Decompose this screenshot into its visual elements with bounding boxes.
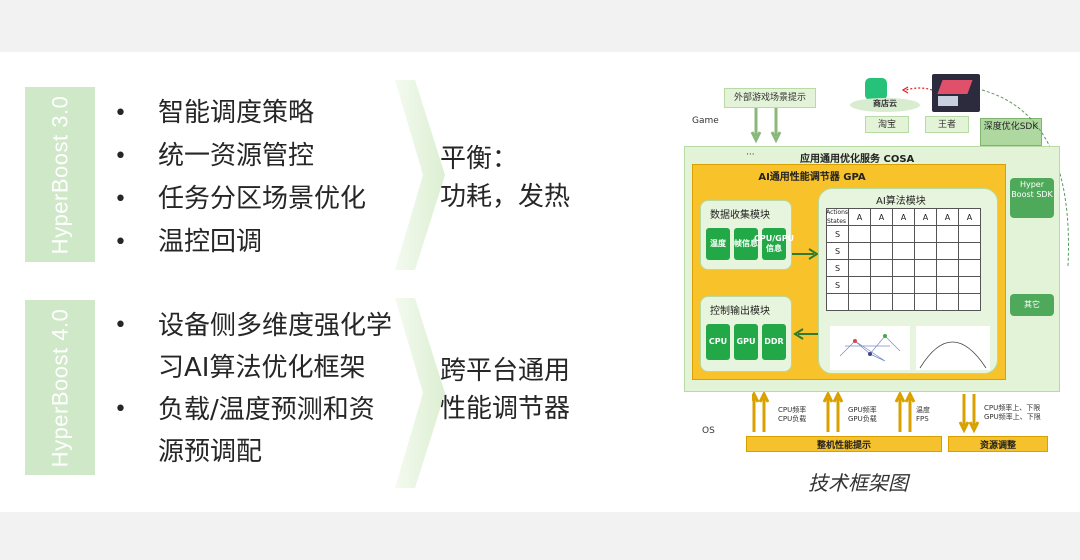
taobao-box: 淘宝 — [865, 116, 909, 133]
cpu-gpu-info-button: CPU/GPU信息 — [754, 228, 794, 260]
gpa-title: AI通用性能调节器 GPA — [758, 172, 866, 183]
hyperboost-4-bullets: 设备侧多维度强化学习AI算法优化框架 负载/温度预测和资源预调配 — [114, 305, 394, 473]
qtable-col-header: A — [958, 208, 981, 226]
top-band — [0, 0, 1080, 52]
gpu-button: GPU — [734, 324, 758, 360]
resource-adjust-bar: 资源调整 — [948, 436, 1048, 452]
store-cloud: 商店云 — [850, 98, 920, 112]
figure-caption: 技术框架图 — [808, 471, 908, 495]
qtable-row-header: S — [826, 225, 849, 243]
game-screenshot-icon — [932, 74, 980, 112]
dots-label: ··· — [746, 150, 755, 160]
bullet-item: 统一资源管控 — [114, 135, 366, 178]
qtable-row-header: S — [826, 242, 849, 260]
ctrl-out-title: 控制输出模块 — [710, 306, 770, 317]
hyperboost-4-text: HyperBoost 4.0 — [47, 308, 73, 467]
framework-diagram: Game 外部游戏场景提示 商店云 淘宝 王者 深度优化SDK ··· 应用通用… — [680, 74, 1075, 498]
game-label: Game — [692, 116, 719, 126]
network-graph-icon — [830, 326, 990, 370]
os-note-cpu: CPU频率 CPU负载 — [778, 406, 807, 423]
right-arrow-icon — [792, 248, 819, 260]
bullet-item: 设备侧多维度强化学习AI算法优化框架 — [114, 305, 394, 389]
left-arrow-icon — [793, 328, 820, 340]
bullet-item: 智能调度策略 — [114, 92, 366, 135]
states-label: States — [827, 218, 847, 225]
qtable: Actions States A A A A A A S S S S — [826, 208, 981, 311]
qtable-col-header: A — [936, 208, 959, 226]
qtable-col-header: A — [870, 208, 893, 226]
qtable-col-header: A — [914, 208, 937, 226]
hyperboost-4-result: 跨平台通用 性能调节器 — [440, 356, 571, 424]
os-note-temp: 温度 FPS — [916, 406, 930, 423]
machine-hint-bar: 整机性能提示 — [746, 436, 942, 452]
hyperboost-4-label: HyperBoost 4.0 — [25, 300, 95, 475]
qtable-col-header: A — [892, 208, 915, 226]
ddr-button: DDR — [762, 324, 786, 360]
chevron-arrow-icon — [395, 298, 445, 488]
hyperboost-3-result: 平衡： 功耗，发热 — [440, 144, 571, 212]
hyperboost-3-text: HyperBoost 3.0 — [47, 95, 73, 254]
cosa-title: 应用通用优化服务 COSA — [800, 154, 915, 165]
bullet-item: 温控回调 — [114, 221, 366, 264]
bullet-item: 负载/温度预测和资源预调配 — [114, 389, 394, 473]
os-note-limits: CPU频率上、下限 GPU频率上、下限 — [984, 404, 1041, 421]
deep-sdk-box: 深度优化SDK — [980, 118, 1042, 146]
cpu-button: CPU — [706, 324, 730, 360]
other-box: 其它 — [1010, 294, 1054, 316]
os-note-gpu: GPU频率 GPU负载 — [848, 406, 877, 423]
qtable-row-header: S — [826, 259, 849, 277]
qtable-corner: Actions States — [826, 208, 849, 226]
ai-algo-title: AI算法模块 — [876, 196, 926, 207]
qtable-row-header: S — [826, 276, 849, 294]
up-arrows-icon — [752, 392, 980, 434]
frame-info-button: 帧信息 — [734, 228, 758, 260]
hyperboost-3-bullets: 智能调度策略 统一资源管控 任务分区场景优化 温控回调 — [114, 92, 366, 264]
external-hint-text: 外部游戏场景提示 — [733, 92, 806, 103]
hyperboost-3-label: HyperBoost 3.0 — [25, 87, 95, 262]
chevron-arrow-icon — [395, 80, 445, 270]
qtable-col-header: A — [848, 208, 871, 226]
actions-label: Actions — [826, 209, 848, 216]
wangzhe-box: 王者 — [925, 116, 969, 133]
os-label: OS — [702, 426, 715, 436]
store-app-icon — [865, 78, 887, 100]
bullet-item: 任务分区场景优化 — [114, 178, 366, 221]
red-arrow-icon — [902, 86, 933, 94]
temperature-button: 温度 — [706, 228, 730, 260]
bottom-band — [0, 512, 1080, 560]
data-collect-title: 数据收集模块 — [710, 210, 770, 221]
down-arrows-icon — [750, 108, 782, 144]
hyper-sdk-box: Hyper Boost SDK — [1010, 178, 1054, 218]
external-hint-box: 外部游戏场景提示 — [724, 88, 816, 108]
